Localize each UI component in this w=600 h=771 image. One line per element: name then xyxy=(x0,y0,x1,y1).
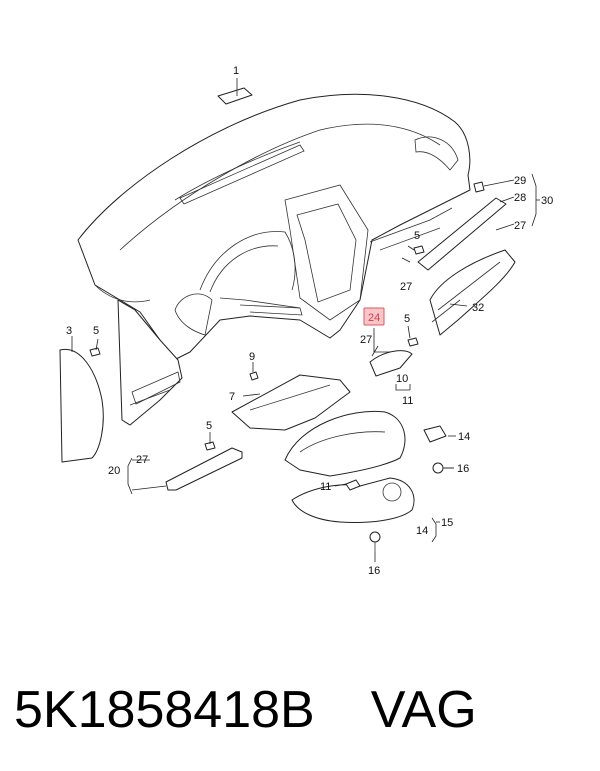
part-1-cap xyxy=(217,87,253,105)
callout-32: 32 xyxy=(472,302,484,314)
callout-14: 14 xyxy=(416,525,428,537)
callout-labels: 1 29 28 30 27 5 27 32 3 5 24 5 27 9 7 10… xyxy=(66,65,553,577)
callout-15: 15 xyxy=(441,517,453,529)
callout-27: 27 xyxy=(360,334,372,346)
callout-27: 27 xyxy=(136,454,148,466)
part-number: 5K1858418B xyxy=(14,681,315,739)
callout-5: 5 xyxy=(93,325,99,337)
part-10-upper-shroud xyxy=(284,410,406,477)
callout-5: 5 xyxy=(414,230,420,242)
callout-28: 28 xyxy=(514,192,526,204)
dashboard-panel xyxy=(77,93,471,363)
callout-10: 10 xyxy=(396,373,408,385)
brand-name: VAG xyxy=(370,681,477,739)
part-28-trim-strip xyxy=(417,197,507,271)
callout-24: 24 xyxy=(368,312,380,324)
callout-20: 20 xyxy=(108,465,120,477)
footer: 5K1858418B VAG xyxy=(14,670,594,750)
callout-1: 1 xyxy=(233,65,239,77)
callout-11: 11 xyxy=(402,395,413,407)
part-29-clip xyxy=(473,181,485,193)
leader-lines xyxy=(71,78,540,562)
part-5-clips xyxy=(89,245,425,451)
parts-diagram: 1 29 28 30 27 5 27 32 3 5 24 5 27 9 7 10… xyxy=(59,65,553,577)
callout-9: 9 xyxy=(249,351,255,363)
callout-14: 14 xyxy=(458,431,470,443)
callout-5: 5 xyxy=(206,420,212,432)
callout-30: 30 xyxy=(541,195,553,207)
callout-16: 16 xyxy=(457,463,469,475)
highlight-box xyxy=(363,307,385,326)
left-support xyxy=(117,299,183,426)
callout-7: 7 xyxy=(229,391,235,403)
part-24-cover xyxy=(369,350,413,377)
part-32-glovebox-frame xyxy=(429,249,516,336)
callout-3: 3 xyxy=(66,325,72,337)
part-11-clip xyxy=(345,479,361,491)
part-20-strip xyxy=(165,447,243,491)
part-3-side-cover xyxy=(59,348,104,463)
callout-16: 16 xyxy=(368,565,380,577)
callout-5: 5 xyxy=(404,313,410,325)
callout-27: 27 xyxy=(514,220,526,232)
callout-27: 27 xyxy=(400,281,412,293)
part-9-clip xyxy=(249,371,259,381)
part-16-screw-lower xyxy=(369,531,381,552)
part-7-knee-trim xyxy=(231,374,351,431)
callout-11: 11 xyxy=(320,481,331,493)
callout-29: 29 xyxy=(514,175,526,187)
part-14-switch xyxy=(423,425,447,443)
